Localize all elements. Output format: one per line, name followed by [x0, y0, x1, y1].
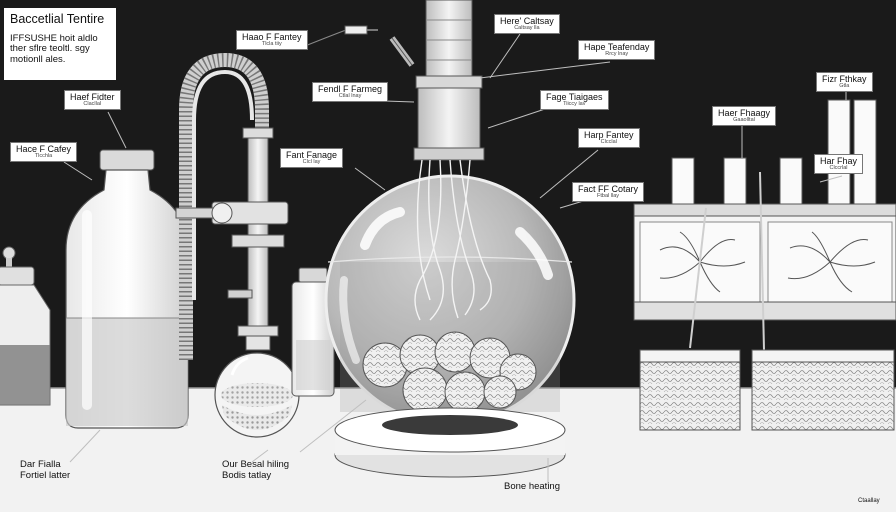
caption-bottom-heater: Bone heating	[504, 481, 560, 492]
callout-center-left: Fendl F Farmeg Ctlal lnay	[312, 82, 389, 103]
callout-title: Haef Fidter	[70, 92, 115, 102]
callout-title: Fendl F Farmeg	[318, 84, 383, 94]
callout-title: Here' Caltsay	[500, 16, 554, 26]
callout-subtitle: Ftbal llay	[597, 193, 620, 200]
callout-title: Fizr Fthkay	[822, 74, 867, 84]
caption-bottom-corner: Ctaallay	[858, 498, 880, 504]
callout-title: Hace F Cafey	[16, 144, 72, 154]
callout-top-center: Here' Caltsay Caltsay lla	[494, 14, 560, 35]
title-body-line: motionll ales.	[10, 53, 66, 65]
caption-line: Dar Fialla	[20, 459, 61, 470]
callout-right-mid: Fage Tiaigaes Tiiccy lav	[540, 90, 609, 111]
culture-sphere	[324, 159, 576, 426]
callout-left-bottle: Haef Fidter Clacllal	[64, 90, 121, 111]
callout-subtitle: Clcl lay	[302, 159, 321, 166]
callout-subtitle: Tiiccy lav	[563, 101, 586, 108]
diagram-title: Baccetlial Tentire	[10, 12, 105, 26]
callout-far-right-top: Fizr Fthkay Gtla	[816, 72, 873, 93]
callout-subtitle: Rrcy lnay	[605, 51, 629, 58]
callout-subtitle: Tlcchla	[34, 153, 53, 160]
caption-bottom-left: Dar Fialla Fortiel latter	[20, 459, 71, 482]
title-body-line: ther sflre teoltl. sgy	[10, 43, 90, 55]
callout-title: Fact FF Cotary	[578, 184, 639, 194]
title-body: IFFSUSHE hoit aldlo ther sflre teoltl. s…	[10, 33, 110, 65]
callout-subtitle: Clacllal	[83, 101, 102, 108]
callout-right-tray-top: Haer Fhaagy Gaaolltal	[712, 106, 777, 127]
callout-right-upper: Hape Teafenday Rrcy lnay	[578, 40, 656, 61]
callout-title: Har Fhay	[820, 156, 858, 166]
leader-lines	[63, 33, 847, 484]
callout-title: Fant Fanage	[286, 150, 338, 160]
callout-subtitle: Clcclal	[600, 139, 617, 146]
heating-base	[334, 407, 566, 478]
callout-title: Fage Tiaigaes	[546, 92, 603, 102]
caption-line: Our Besal hiling	[222, 459, 290, 470]
callout-right-lower: Fact FF Cotary Ftbal llay	[572, 182, 645, 203]
medium-bottle	[291, 267, 335, 397]
caption-line: Fortiel latter	[20, 469, 71, 481]
callout-left-top: Hace F Cafey Tlcchla	[10, 142, 78, 163]
callout-title: Harp Fantey	[584, 130, 634, 140]
callout-title: Hape Teafenday	[584, 42, 650, 52]
callout-right-tray-mid: Har Fhay Clccrlal	[814, 154, 864, 175]
callout-top-left: Haao F Fantey Tlcla tiiy	[236, 30, 308, 51]
coiled-hose	[179, 52, 269, 360]
callout-flask-left: Fant Fanage Clcl lay	[280, 148, 344, 169]
callout-title: Haao F Fantey	[242, 32, 302, 42]
culture-shelf	[633, 99, 896, 351]
large-bottle	[65, 149, 189, 429]
dispensing-column	[413, 0, 485, 161]
callout-subtitle: Tlcla tiiy	[261, 41, 282, 48]
callout-subtitle: Gtla	[839, 83, 850, 90]
callout-title: Haer Fhaagy	[718, 108, 771, 118]
foam-trays	[639, 349, 895, 431]
title-body-line: IFFSUSHE hoit aldlo	[10, 33, 98, 44]
caption-bottom-center: Our Besal hiling Bodis tatlay	[222, 459, 290, 482]
small-jar	[0, 246, 51, 406]
valve-stand	[175, 127, 289, 351]
callout-subtitle: Caltsay lla	[514, 25, 540, 32]
callout-subtitle: Ctlal lnay	[338, 93, 362, 100]
caption-line: Bodis tatlay	[222, 469, 272, 481]
callout-subtitle: Gaaolltal	[733, 117, 755, 124]
round-flask	[214, 352, 300, 438]
title-box: Baccetlial Tentire IFFSUSHE hoit aldlo t…	[4, 8, 116, 80]
callout-right-low: Harp Fantey Clcclal	[578, 128, 640, 149]
callout-subtitle: Clccrlal	[829, 165, 848, 172]
